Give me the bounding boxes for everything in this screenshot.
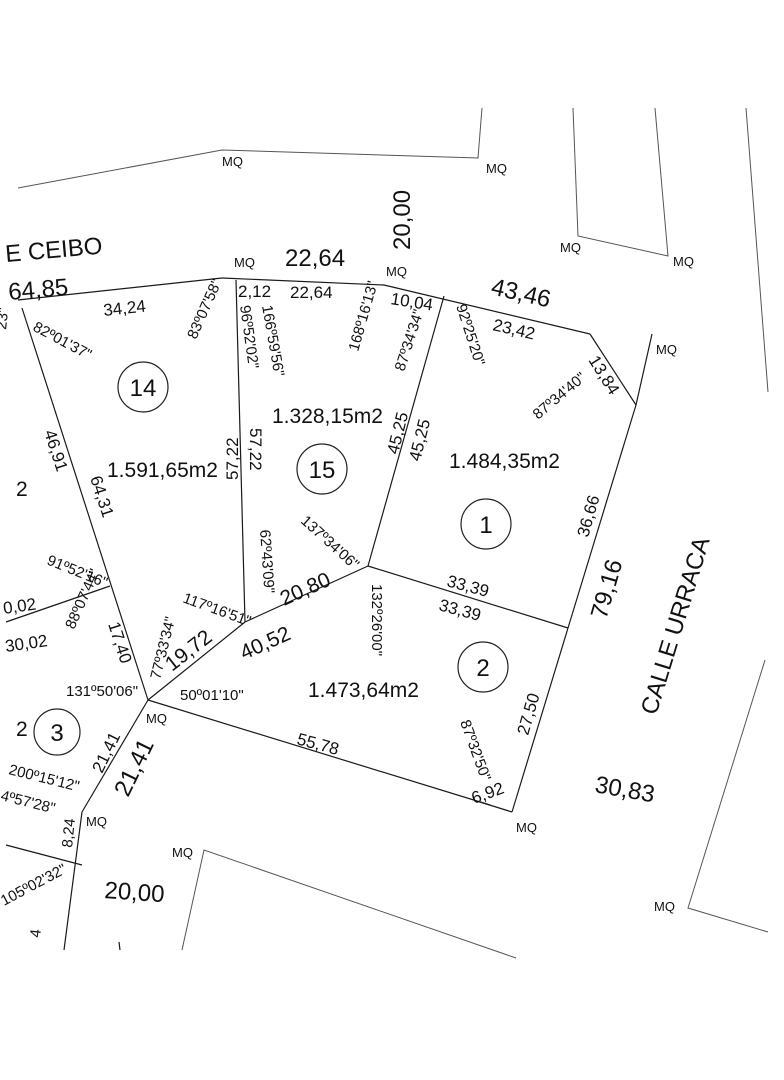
- lot-number: 14: [130, 375, 157, 402]
- dimension-label: 57,22: [246, 428, 265, 471]
- lot-3: 3: [33, 708, 81, 756]
- mq-label: MQ: [560, 240, 581, 255]
- lot-area-1: 1.484,35m2: [449, 450, 560, 473]
- dimension-label: 27,50: [514, 691, 544, 737]
- dimension-label: 34,24: [102, 297, 146, 320]
- parcel-lines: [5, 107, 769, 959]
- angle-label: 91º52'16": [45, 552, 110, 592]
- lot2-north-line: [147, 621, 246, 701]
- east-frontage-2: [511, 627, 569, 813]
- lot3-north-line: [5, 585, 111, 623]
- lot-1: 1: [460, 498, 512, 550]
- street-west-line: [63, 811, 83, 951]
- lot1-lot2-line: [367, 565, 569, 629]
- dimension-label: 20,00: [104, 877, 166, 908]
- dimension-label: 57,22: [223, 437, 242, 480]
- lot-15: 15: [296, 443, 348, 495]
- top-frontage-15: [221, 277, 385, 286]
- angle-label: 4º57'28": [0, 787, 57, 817]
- dimension-label: 46,91: [40, 427, 71, 473]
- lot1-lot15-line: [367, 295, 445, 567]
- lot14-west-line: [21, 307, 149, 701]
- dimension-label: 30,02: [4, 631, 49, 656]
- mq-label: MQ: [486, 161, 507, 176]
- lot-2: 2: [457, 641, 509, 693]
- dimension-label: 2,12: [238, 282, 271, 301]
- far-east-line: [745, 107, 769, 393]
- street-front-line: [17, 277, 223, 301]
- dimension-label: 22,64: [285, 245, 345, 272]
- lot-area-15: 1.328,15m2: [272, 405, 383, 428]
- angle-label: 87º34'34": [392, 307, 428, 373]
- angle-label: 92º25'20": [452, 302, 488, 368]
- dimension-label: 4: [27, 928, 45, 938]
- angle-label: 87º32'50": [456, 718, 494, 784]
- angle-label: 87º34'40": [530, 369, 590, 423]
- dimension-label: 0,02: [2, 595, 37, 618]
- angle-label: 62º43'09": [256, 529, 277, 594]
- corner-chamfer-b: [635, 333, 653, 406]
- ne-neighbor-line: [572, 107, 669, 257]
- mq-label: MQ: [86, 814, 107, 829]
- lot3-south-line: [5, 844, 83, 866]
- lot-number: 2: [476, 655, 489, 682]
- street-name-urraca: CALLE URRACA: [636, 534, 716, 718]
- mq-label: MQ: [386, 264, 407, 279]
- angle-label: 50º01'10": [180, 687, 244, 704]
- east-neighbor-line: [687, 659, 769, 933]
- dimension-label: 64,85: [7, 274, 69, 306]
- lot-number: 3: [50, 720, 63, 747]
- mq-label: MQ: [222, 154, 243, 169]
- dimension-label: 13,84: [585, 352, 624, 398]
- mq-label: MQ: [656, 342, 677, 357]
- top-frontage-1: [383, 284, 591, 335]
- corner-chamfer-a: [589, 333, 637, 406]
- dimension-label: 22,64: [290, 283, 333, 302]
- lot-area-2: 1.473,64m2: [308, 679, 419, 702]
- dimension-label: 20,00: [389, 190, 416, 250]
- angle-label: 105º02'32": [0, 861, 70, 910]
- dimension-label: 17,40: [104, 619, 135, 665]
- east-frontage-1: [567, 404, 637, 629]
- angle-label: 137º34'06": [297, 512, 362, 573]
- angle-label: 132º26'00": [368, 584, 385, 656]
- lot15-lot2-line: [244, 565, 369, 623]
- north-neighbor-line: [17, 107, 483, 189]
- mq-label: MQ: [654, 899, 675, 914]
- lot2-south-line: [147, 699, 491, 806]
- mq-label: MQ: [673, 254, 694, 269]
- mq-label: MQ: [172, 845, 193, 860]
- angle-label: 168º16'13": [346, 279, 382, 353]
- angle-label: 131º50'06": [66, 683, 138, 700]
- south-neighbor-line: [181, 849, 517, 959]
- lot-14: 14: [117, 361, 169, 413]
- dimension-label: 6,92: [469, 779, 507, 808]
- dimension-label: 2: [16, 478, 28, 501]
- angle-label: 117º16'51": [181, 590, 253, 630]
- mq-label: MQ: [146, 711, 167, 726]
- dimension-label: 8,24: [59, 818, 79, 849]
- angle-label: 96º52'02": [236, 304, 262, 369]
- dimension-label: 36,66: [574, 493, 604, 539]
- dimension-label: 20,80: [277, 568, 334, 610]
- lot3-east-line: [81, 699, 149, 813]
- tick-mark: [118, 941, 121, 951]
- lot-number: 15: [309, 457, 336, 484]
- angle-label: 23": [0, 307, 12, 331]
- dimension-label: 43,46: [489, 274, 554, 314]
- dimension-label: 30,83: [593, 771, 657, 808]
- mq-label: MQ: [234, 255, 255, 270]
- dimension-label: 55,78: [295, 730, 341, 759]
- angle-label: 82º01'37": [30, 319, 94, 364]
- street-name-ceibo: E CEIBO: [4, 233, 103, 268]
- lot-number: 1: [479, 512, 492, 539]
- lot15-west-line: [235, 279, 246, 623]
- dimension-label: 79,16: [586, 556, 629, 621]
- mq-label: MQ: [516, 820, 537, 835]
- dimension-label: 2: [16, 718, 28, 741]
- angle-label: 83º07'58": [184, 276, 225, 341]
- lot-area-14: 1.591,65m2: [107, 459, 218, 482]
